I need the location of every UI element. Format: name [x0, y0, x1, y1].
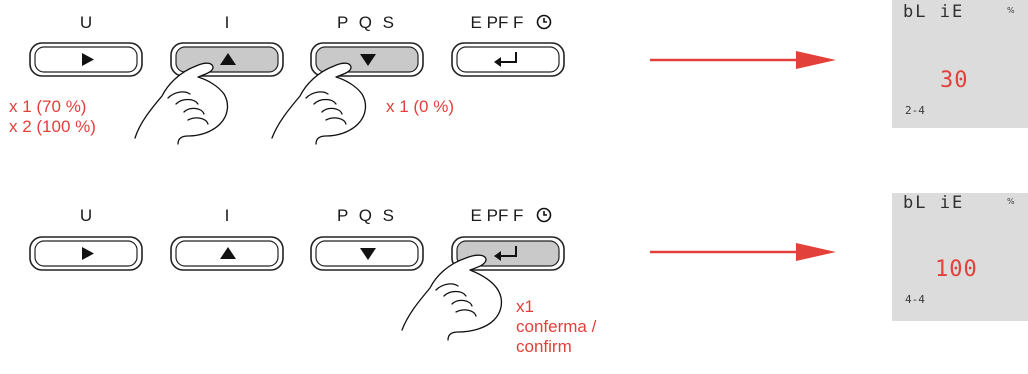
- row2-label-epf: E PF F: [470, 206, 524, 225]
- row2-label-i: I: [224, 206, 230, 225]
- clock-icon: [536, 14, 552, 30]
- note-down-press: x 1 (0 %): [386, 97, 455, 116]
- pressing-hand-icon: [401, 254, 503, 341]
- arrow-up-icon: [220, 53, 236, 65]
- arrow-down-icon: [360, 248, 376, 260]
- arrow-down-icon: [360, 54, 376, 66]
- arrow-up-icon: [220, 247, 236, 259]
- row1-label-u: U: [79, 13, 93, 32]
- display-unit: %: [1007, 197, 1015, 206]
- red-arrow-icon: [650, 243, 836, 261]
- note-up-line-1: x 1 (70 %): [9, 97, 87, 116]
- red-arrow-icon: [650, 51, 836, 69]
- row1-label-i: I: [224, 13, 230, 32]
- display-unit: %: [1007, 6, 1015, 15]
- enter-return-icon: [494, 246, 517, 261]
- row1-button-enter[interactable]: [451, 42, 565, 77]
- display-value: 100: [935, 257, 978, 282]
- display-page: 4-4: [905, 293, 925, 306]
- note-confirm: x1 conferma / confirm: [516, 297, 596, 357]
- pressing-hand-icon: [271, 62, 367, 145]
- display-step2: bL iE % 100 4-4: [892, 193, 1028, 321]
- note-up-presses: x 1 (70 %) x 2 (100 %): [9, 97, 96, 137]
- play-right-icon: [82, 53, 94, 66]
- pressing-hand-icon: [134, 62, 229, 145]
- row1-button-u[interactable]: [29, 42, 143, 77]
- play-right-icon: [82, 247, 94, 260]
- note-confirm-line-2: conferma /: [516, 317, 597, 336]
- note-confirm-line-3: confirm: [516, 337, 572, 356]
- row1-label-epf: E PF F: [470, 13, 524, 32]
- note-confirm-line-1: x1: [516, 297, 534, 316]
- row2-button-pqs[interactable]: [310, 236, 424, 271]
- row1-label-pqs: P Q S: [336, 13, 398, 32]
- display-page: 2-4: [905, 104, 925, 117]
- clock-icon: [536, 207, 552, 223]
- enter-return-icon: [494, 52, 517, 67]
- display-step1: bL iE % 30 2-4: [892, 0, 1028, 128]
- row2-button-u[interactable]: [29, 236, 143, 271]
- display-top-text: bL iE: [903, 193, 965, 213]
- row2-label-u: U: [79, 206, 93, 225]
- row2-button-i[interactable]: [170, 236, 284, 271]
- display-value: 30: [940, 68, 969, 93]
- display-top-text: bL iE: [903, 2, 965, 22]
- row2-label-pqs: P Q S: [336, 206, 398, 225]
- note-up-line-2: x 2 (100 %): [9, 117, 96, 136]
